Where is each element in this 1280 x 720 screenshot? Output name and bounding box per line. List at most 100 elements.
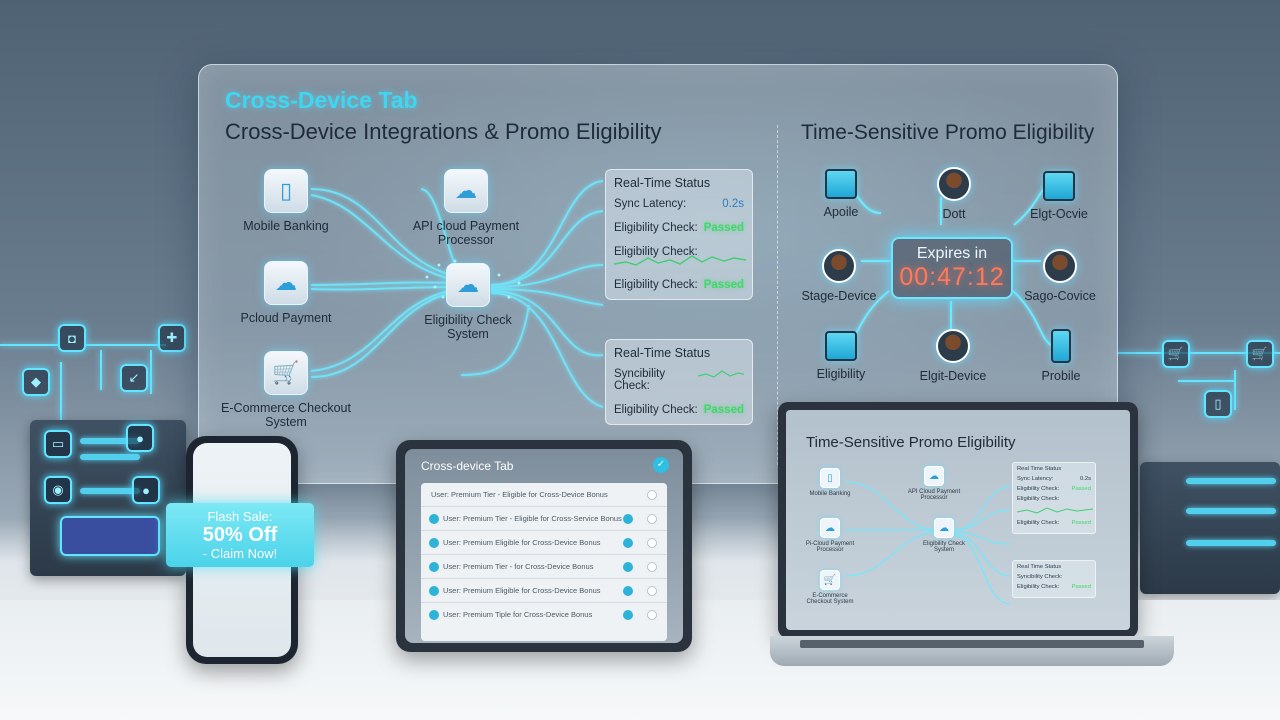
checkbox[interactable] [647, 586, 657, 596]
countdown-value: 00:47:12 [899, 263, 1005, 291]
tab-title: Cross-Device Tab [225, 87, 418, 113]
chip-icon: ↙ [120, 364, 148, 392]
check-icon [429, 562, 439, 572]
list-item[interactable]: User: Premium Tier - Eligible for Cross-… [421, 483, 667, 507]
promo-node-elgit-device[interactable]: Elgit-Device [878, 329, 1028, 383]
eligibility-label: Eligibility Check: [614, 246, 698, 258]
hub-label: API cloud Payment Processor [412, 219, 520, 247]
chat-icon: ▭ [44, 430, 72, 458]
flash-sale-banner[interactable]: Flash Sale: 50% Off - Claim Now! [166, 503, 314, 567]
status-heading: Real-Time Status [614, 176, 711, 190]
mini-node-ecommerce[interactable]: 🛒E-Commerce Checkout System [800, 570, 860, 605]
status-heading: Real Time Status [1017, 564, 1062, 570]
check-icon [429, 538, 439, 548]
laptop: Time-Sensitive Promo Eligibility ▯Mobile… [778, 402, 1138, 638]
realtime-status-panel-1: Real-Time Status Sync Latency:0.2s Eligi… [605, 169, 753, 300]
cross-device-panel: Cross-Device Tab Cross-Device Integratio… [198, 64, 1118, 484]
checkbox[interactable] [647, 490, 657, 500]
mini-node-eligibility[interactable]: ☁Eligibility Check System [914, 518, 974, 553]
flash-sale-cta: - Claim Now! [202, 546, 278, 561]
document-icon: ▯ [1204, 390, 1232, 418]
list-item[interactable]: User: Premium Tiple for Cross-Device Bon… [421, 603, 667, 627]
gamepad-icon [60, 516, 160, 556]
sync-latency-label: Sync Latency: [614, 198, 687, 210]
phone-icon: ▯ [264, 169, 308, 213]
promo-node-label: Sago-Covice [1024, 289, 1096, 303]
source-label: E-Commerce Checkout System [221, 401, 351, 429]
source-pcloud-payment[interactable]: ☁ Pcloud Payment [221, 261, 351, 325]
cart-icon: 🛒 [1246, 340, 1274, 368]
eligibility-list: User: Premium Tier - Eligible for Cross-… [421, 483, 667, 641]
check-icon [623, 586, 633, 596]
monitor-icon [825, 331, 857, 361]
checkbox[interactable] [647, 610, 657, 620]
promo-section-title: Time-Sensitive Promo Eligibility [801, 121, 1095, 144]
tablet-title: Cross-device Tab [421, 459, 514, 473]
chip-icon: ✚ [158, 324, 186, 352]
check-icon [623, 610, 633, 620]
user-icon: ● [126, 424, 154, 452]
source-mobile-banking[interactable]: ▯ Mobile Banking [221, 169, 351, 233]
mini-status-panel-2: Real Time Status Syncibility Check: Elig… [1012, 560, 1096, 598]
checkbox[interactable] [647, 562, 657, 572]
promo-node-elgt-ocvie[interactable]: Elgt-Ocvie [984, 171, 1134, 221]
mini-node-mobile-banking[interactable]: ▯Mobile Banking [800, 468, 860, 497]
eligibility-value: Passed [703, 279, 744, 291]
promo-node-apoile[interactable]: Apoile [766, 169, 916, 219]
eligibility-value: Passed [703, 222, 744, 234]
chat-icon: ◉ [44, 476, 72, 504]
promo-node-sago-covice[interactable]: Sago-Covice [985, 249, 1135, 303]
cart-icon: 🛒 [264, 351, 308, 395]
promo-node-label: Elgt-Ocvie [1030, 207, 1088, 221]
list-item[interactable]: User: Premium Eligible for Cross-Device … [421, 579, 667, 603]
checkbox[interactable] [647, 514, 657, 524]
status-heading: Real Time Status [1017, 466, 1062, 472]
user-icon: ● [132, 476, 160, 504]
cloud-upload-icon: ☁ [924, 466, 944, 486]
tablet-screen: Cross-device Tab ✓ User: Premium Tier - … [405, 449, 683, 643]
promo-node-eligibility[interactable]: Eligibility [766, 331, 916, 381]
check-icon [429, 610, 439, 620]
laptop-title: Time-Sensitive Promo Eligibility [806, 434, 1016, 451]
cloud-upload-icon: ☁ [934, 518, 954, 538]
panel-subtitle: Cross-Device Integrations & Promo Eligib… [225, 119, 662, 144]
avatar [822, 249, 856, 283]
chip-icon: ◆ [22, 368, 50, 396]
laptop-keyboard [800, 640, 1144, 648]
cloud-upload-icon: ☁ [446, 263, 490, 307]
check-icon[interactable]: ✓ [653, 457, 669, 473]
laptop-screen: Time-Sensitive Promo Eligibility ▯Mobile… [786, 410, 1130, 630]
tablet: Cross-device Tab ✓ User: Premium Tier - … [396, 440, 692, 652]
promo-node-probile[interactable]: Probile [986, 329, 1136, 383]
list-item[interactable]: User: Premium Eligible for Cross-Device … [421, 531, 667, 555]
mini-node-pi-cloud[interactable]: ☁Pi-Cloud Payment Processor [800, 518, 860, 553]
hub-api-payment-processor[interactable]: ☁ API cloud Payment Processor [401, 169, 531, 247]
cloud-upload-icon: ☁ [264, 261, 308, 305]
cart-icon: 🛒 [1162, 340, 1190, 368]
promo-node-label: Probile [1041, 369, 1081, 383]
promo-node-label: Eligibility [816, 367, 866, 381]
promo-node-label: Elgit-Device [919, 369, 987, 383]
mini-node-api-cloud[interactable]: ☁API Cloud Payment Processor [904, 466, 964, 501]
promo-node-stage-device[interactable]: Stage-Device [764, 249, 914, 303]
eligibility-label: Eligibility Check: [614, 222, 698, 234]
promo-node-label: Stage-Device [801, 289, 877, 303]
flash-sale-line1: Flash Sale: [207, 509, 273, 524]
source-ecommerce-checkout[interactable]: 🛒 E-Commerce Checkout System [221, 351, 351, 429]
list-item[interactable]: User: Premium Tier - Eligible for Cross-… [421, 507, 667, 531]
realtime-status-panel-2: Real-Time Status Syncibility Check: Elig… [605, 339, 753, 425]
check-icon [429, 586, 439, 596]
promo-node-dott[interactable]: Dott [879, 167, 1029, 221]
hub-eligibility-check[interactable]: ☁ Eligibility Check System [403, 263, 533, 341]
cart-icon: 🛒 [820, 570, 840, 590]
mini-status-panel-1: Real Time Status Sync Latency:0.2s Eligi… [1012, 462, 1096, 534]
monitor-icon [825, 169, 857, 199]
cloud-upload-icon: ☁ [444, 169, 488, 213]
server-rack: ▭ ● ◉ ● [30, 420, 186, 576]
eligibility-label: Eligibility Check: [614, 279, 698, 291]
avatar [937, 167, 971, 201]
eligibility-label: Eligibility Check: [614, 404, 698, 416]
phone-icon: ▯ [820, 468, 840, 488]
list-item[interactable]: User: Premium Tier - for Cross-Device Bo… [421, 555, 667, 579]
checkbox[interactable] [647, 538, 657, 548]
